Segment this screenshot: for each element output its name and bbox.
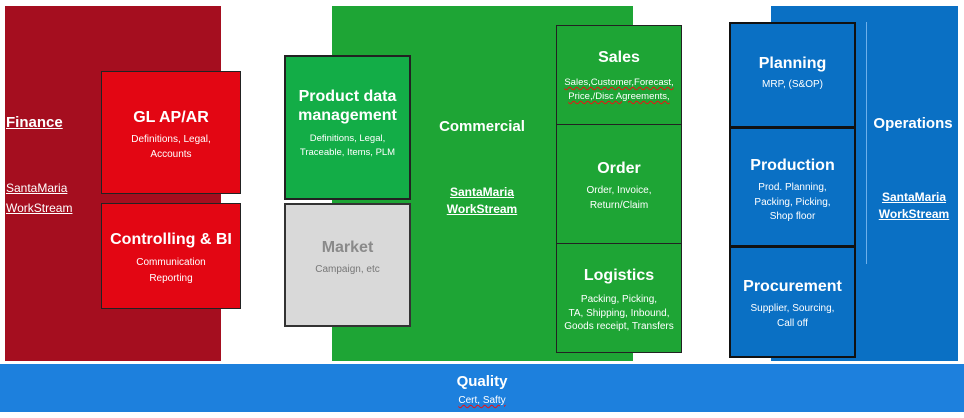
sales-details: Sales,Customer,Forecast, Price,/Disc Agr… [564, 76, 673, 104]
production-line-2: Packing, Picking, [754, 196, 831, 208]
controlling-bi-line-1: Communication [136, 257, 206, 269]
product-title-line-1: Product data [298, 88, 397, 105]
quality-subtitle: Cert, Safty [458, 395, 506, 406]
gl-ap-ar-details: Definitions, Legal, Accounts [131, 133, 211, 162]
logistics-title: Logistics [583, 267, 655, 284]
procurement-line-1: Supplier, Sourcing, [750, 303, 835, 315]
operations-title: Operations [873, 115, 953, 132]
market-title: Market [321, 239, 374, 256]
finance-workstream-line-2: WorkStream [6, 201, 73, 215]
sales-box: Sales Sales,Customer,Forecast, Price,/Di… [556, 25, 682, 125]
controlling-bi-box: Controlling & BI Communication Reporting [101, 203, 241, 309]
sales-title: Sales [598, 49, 640, 66]
order-details: Order, Invoice, Return/Claim [586, 184, 651, 213]
product-line-1: Definitions, Legal, [309, 133, 386, 145]
operations-divider [866, 22, 867, 264]
procurement-title: Procurement [743, 278, 842, 295]
commercial-workstream-line-2: WorkStream [446, 202, 518, 216]
gl-ap-ar-title: GL AP/AR [133, 109, 209, 126]
planning-details: MRP, (S&OP) [762, 78, 823, 93]
commercial-workstream-line-1: SantaMaria [449, 185, 515, 199]
logistics-line-3: Goods receipt, Transfers [564, 321, 674, 333]
procurement-details: Supplier, Sourcing, Call off [751, 302, 835, 331]
logistics-box: Logistics Packing, Picking, TA, Shipping… [556, 243, 682, 353]
production-line-3: Shop floor [769, 211, 816, 223]
operations-workstream-line-2: WorkStream [878, 207, 950, 221]
quality-title: Quality [456, 373, 508, 390]
finance-title: Finance [6, 114, 63, 131]
production-line-1: Prod. Planning, [758, 182, 827, 194]
product-data-management-details: Definitions, Legal, Traceable, Items, PL… [300, 132, 395, 160]
finance-workstream-label: SantaMaria WorkStream [6, 178, 72, 218]
product-data-management-title: Product data management [298, 87, 397, 125]
product-data-management-box: Product data management Definitions, Leg… [284, 55, 411, 200]
order-box: Order Order, Invoice, Return/Claim [556, 124, 682, 244]
procurement-box: Procurement Supplier, Sourcing, Call off [729, 246, 856, 358]
gl-ap-ar-line-2: Accounts [150, 148, 192, 160]
order-line-1: Order, Invoice, [586, 185, 652, 197]
procurement-line-2: Call off [777, 317, 808, 329]
product-line-2: Traceable, Items, PLM [299, 147, 396, 159]
production-title: Production [750, 157, 835, 174]
sales-line-1: Sales,Customer,Forecast, [564, 77, 674, 89]
order-line-2: Return/Claim [589, 199, 649, 211]
logistics-line-1: Packing, Picking, [580, 294, 658, 306]
order-title: Order [597, 160, 641, 177]
finance-workstream-line-1: SantaMaria [6, 181, 68, 195]
gl-ap-ar-box: GL AP/AR Definitions, Legal, Accounts [101, 71, 241, 194]
operations-workstream-label: SantaMaria WorkStream [866, 189, 962, 223]
sales-line-2: Price,/Disc Agreements, [568, 90, 670, 102]
quality-bar: Quality Cert, Safty [0, 364, 964, 412]
market-box: Market Campaign, etc [284, 203, 411, 327]
production-details: Prod. Planning, Packing, Picking, Shop f… [754, 181, 830, 225]
gl-ap-ar-line-1: Definitions, Legal, [131, 134, 211, 146]
planning-line-1: MRP, (S&OP) [762, 79, 823, 91]
market-subtitle: Campaign, etc [315, 264, 380, 276]
commercial-workstream-label: SantaMaria WorkStream [432, 184, 532, 218]
controlling-bi-details: Communication Reporting [136, 255, 205, 287]
logistics-line-2: TA, Shipping, Inbound, [568, 307, 670, 319]
product-title-line-2: management [298, 107, 397, 125]
operations-workstream-line-1: SantaMaria [881, 190, 947, 204]
controlling-bi-line-2: Reporting [149, 273, 193, 285]
planning-box: Planning MRP, (S&OP) [729, 22, 856, 128]
production-box: Production Prod. Planning, Packing, Pick… [729, 127, 856, 247]
controlling-bi-title: Controlling & BI [110, 231, 232, 248]
logistics-details: Packing, Picking, TA, Shipping, Inbound,… [564, 293, 674, 334]
planning-title: Planning [758, 55, 827, 72]
commercial-title: Commercial [439, 118, 525, 135]
